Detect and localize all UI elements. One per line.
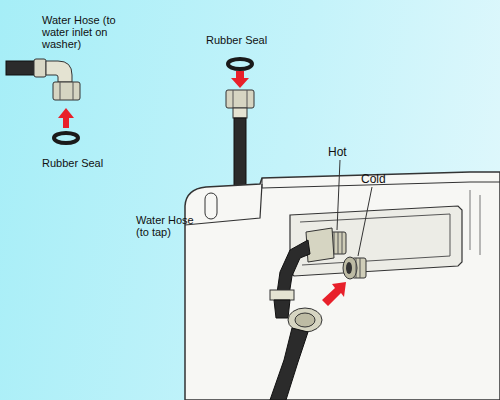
inlet-label: Cold [361,173,401,186]
thread-line [338,232,339,254]
part-label: Rubber Seal [42,157,122,169]
inlet-panel [290,206,462,276]
hot-inlet [270,228,346,318]
part-label: Rubber Seal [206,34,286,46]
hose-tube [270,328,308,400]
cold-inlet [343,257,366,279]
inlet-label: Hot [328,146,368,159]
washer-edge [185,184,262,225]
red-arrow [231,71,249,88]
nut-ridge [247,90,248,108]
rubber-seal [54,133,78,143]
hose-tube [274,300,290,318]
hose-collar [270,290,294,300]
washer-detail [470,190,480,255]
leader-line [337,160,340,230]
thread-line [360,258,361,278]
thread-line [342,232,343,254]
hose-nut [226,90,254,108]
rubber-seal [228,59,252,69]
part-label: Water Hose (to tap) [136,214,200,238]
hose-collar [34,59,46,77]
nut-ridge [73,82,74,100]
washer-outline [185,172,500,400]
hose-tube [6,61,36,75]
inlet-mouth [343,257,357,279]
cold-hose [270,308,322,400]
nut-ridge [233,90,234,108]
hose-tube [234,118,246,188]
hose-nut [53,82,80,100]
tap-hose [226,90,254,188]
red-arrow [322,282,346,306]
hose-collar [233,108,247,118]
elbow-fitting [46,61,72,82]
thread-line [356,258,357,278]
leader-line [358,187,372,256]
elbow-hose [6,59,80,100]
panel-recess [300,214,450,265]
washer-body [185,172,500,400]
red-arrow [58,108,74,128]
hose-nut [306,228,334,262]
nut-ridge [60,82,61,100]
nut-face [295,313,315,327]
handle-slot [205,193,217,219]
part-label: Water Hose (to water inlet on washer) [42,14,130,50]
inlet-hole [346,262,352,274]
